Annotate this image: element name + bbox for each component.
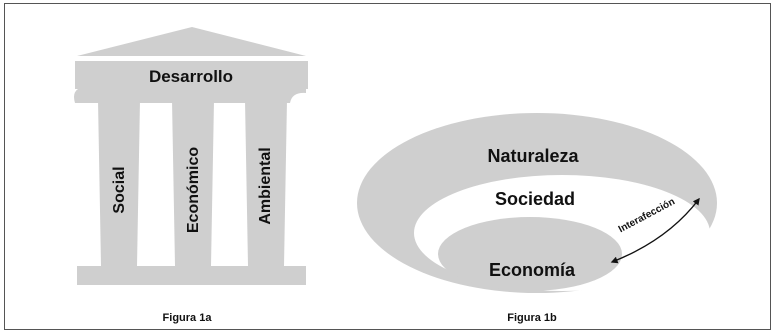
label-economia: Economía [489, 260, 576, 280]
temple-pediment [77, 27, 306, 56]
figure-1a-temple: Desarrollo Social Económico Ambiental [74, 27, 308, 285]
temple-title: Desarrollo [149, 67, 233, 86]
pillar-label-economico: Económico [185, 147, 202, 233]
temple-capital [74, 89, 306, 103]
pillar-ambiental-shape [245, 100, 287, 266]
pillar-label-ambiental: Ambiental [257, 147, 274, 224]
ellipse-economia [438, 217, 622, 291]
temple-base [77, 266, 306, 285]
pillar-economico-shape [172, 100, 214, 266]
caption-figure-1b: Figura 1b [507, 312, 557, 324]
label-sociedad: Sociedad [495, 189, 575, 209]
temple-entablature [75, 61, 308, 89]
figure-1b-nested-ellipses: Naturaleza Sociedad Economía Interafecci… [357, 113, 717, 293]
double-headed-arrow-icon [610, 197, 700, 264]
caption-figure-1a: Figura 1a [163, 312, 213, 324]
label-naturaleza: Naturaleza [487, 146, 579, 166]
figure-frame [4, 3, 771, 330]
pillar-label-social: Social [111, 166, 128, 213]
pillar-social-shape [98, 100, 140, 266]
